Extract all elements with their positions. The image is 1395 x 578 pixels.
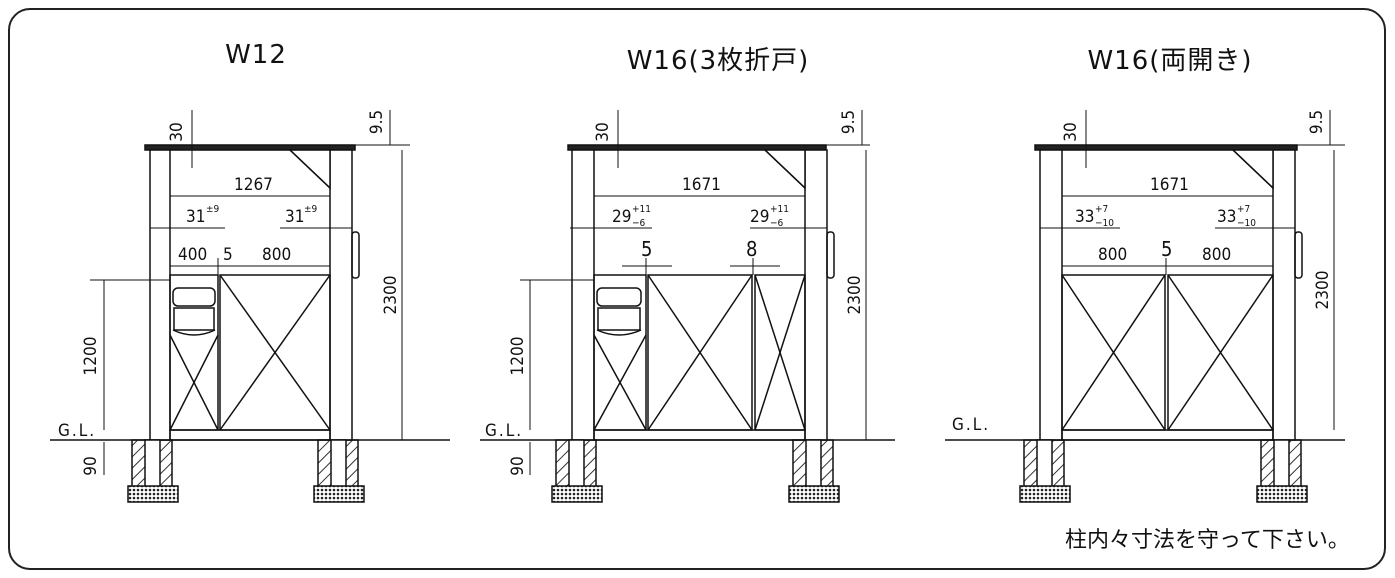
w16f-clear-left-tol-dn: −6	[632, 218, 646, 229]
w16f-height: 2300	[845, 276, 865, 315]
title-w16-double: W16(両開き)	[1087, 46, 1253, 76]
w12-gap1: 5	[223, 245, 233, 265]
w16f-top-gap: 30	[593, 122, 613, 141]
w12-embed-depth: 90	[81, 456, 101, 475]
w16f-gap1: 5	[641, 237, 652, 261]
w16d-clear-right-tol-up: +7	[1237, 204, 1250, 215]
w16d-clear-right: 33	[1217, 207, 1236, 227]
w12-height: 2300	[381, 276, 401, 315]
w16f-clear-right-tol-dn: −6	[770, 218, 784, 229]
w12-top-thickness: 9.5	[367, 110, 387, 134]
w16f-embed-depth: 90	[508, 456, 528, 475]
w16f-gap2: 8	[746, 237, 757, 261]
w16f-ground-level: G.L.	[485, 421, 523, 441]
w12-top-gap: 30	[167, 122, 187, 141]
w16d-leaf2-width: 800	[1202, 245, 1231, 265]
instruction-note: 柱内々寸法を守って下さい。	[1065, 528, 1350, 553]
title-w16-folding: W16(3枚折戸)	[626, 46, 810, 76]
w12-inner-width: 1267	[234, 175, 273, 195]
w16d-height: 2300	[1313, 271, 1333, 310]
w12-clear-left: 31	[186, 207, 205, 227]
w16f-mailbox-height: 1200	[508, 337, 528, 376]
diagram-frame	[8, 8, 1386, 570]
labels-w16-double: 30 9.5 1671 33 +7 −10 33 +7 −10 800 5 80…	[952, 110, 1333, 435]
w12-mailbox-height: 1200	[81, 337, 101, 376]
w16d-top-gap: 30	[1061, 122, 1081, 141]
w12-leaf2-width: 800	[262, 245, 291, 265]
w16f-inner-width: 1671	[682, 175, 721, 195]
w16d-top-thickness: 9.5	[1307, 110, 1327, 134]
w16d-leaf1-width: 800	[1098, 245, 1127, 265]
w16f-clear-left: 29	[612, 207, 631, 227]
w12-clear-left-tol: ±9	[206, 204, 220, 215]
w12-leaf1-width: 400	[178, 245, 207, 265]
w16d-gap1: 5	[1161, 237, 1172, 261]
drawing-w16-folding	[480, 110, 895, 503]
w16d-clear-left: 33	[1075, 207, 1094, 227]
w16d-clear-right-tol-dn: −10	[1237, 218, 1256, 229]
w16d-clear-left-tol-dn: −10	[1095, 218, 1114, 229]
w16f-clear-left-tol-up: +11	[632, 204, 651, 215]
drawing-w12	[50, 110, 450, 503]
w12-clear-right: 31	[285, 207, 304, 227]
drawing-w16-double	[945, 110, 1345, 503]
labels-w12: 30 9.5 1267 31 ±9 31 ±9 400 5 800 2300 1…	[58, 110, 401, 476]
w16d-clear-left-tol-up: +7	[1095, 204, 1108, 215]
title-w12: W12	[225, 40, 287, 70]
w12-clear-right-tol: ±9	[304, 204, 318, 215]
w16f-clear-right: 29	[750, 207, 769, 227]
w16f-clear-right-tol-up: +11	[770, 204, 789, 215]
w12-ground-level: G.L.	[58, 421, 96, 441]
labels-w16-folding: 30 9.5 1671 29 +11 −6 29 +11 −6 5 8 2300…	[485, 110, 865, 476]
w16f-top-thickness: 9.5	[839, 110, 859, 134]
w16d-inner-width: 1671	[1150, 175, 1189, 195]
w16d-ground-level: G.L.	[952, 415, 990, 435]
